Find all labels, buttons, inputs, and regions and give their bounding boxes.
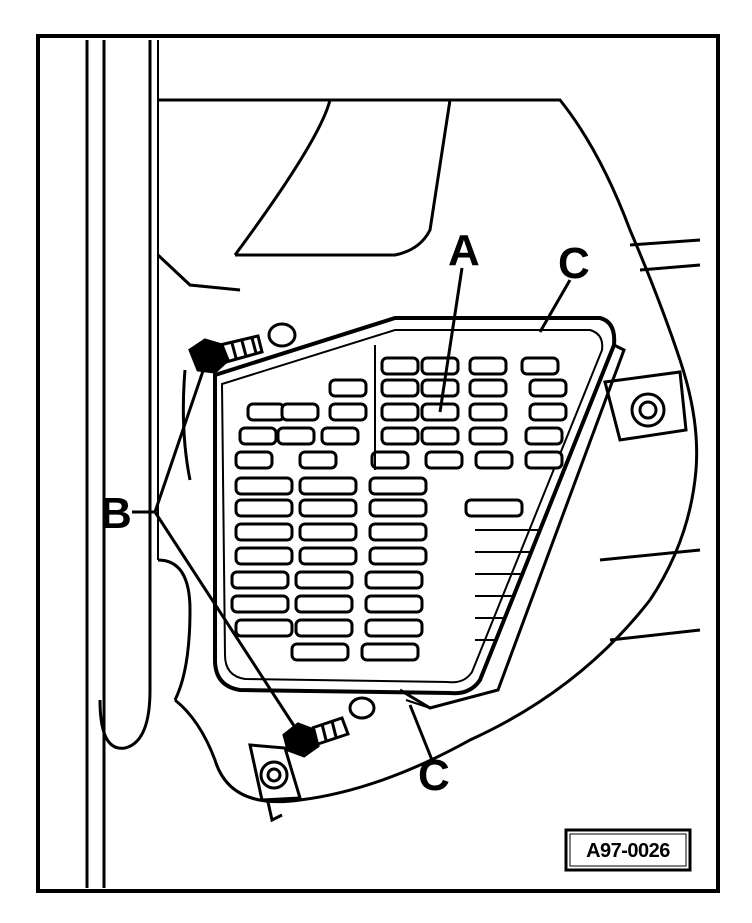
fuse bbox=[524, 426, 564, 446]
fuse bbox=[468, 356, 508, 376]
fuse bbox=[230, 594, 290, 614]
fuse bbox=[420, 426, 460, 446]
fuse bbox=[290, 642, 350, 662]
label-b: B bbox=[100, 489, 132, 538]
leader-b-upper bbox=[132, 364, 207, 514]
fuse bbox=[298, 476, 358, 496]
fuse bbox=[234, 498, 294, 518]
bottom-mounting-bracket bbox=[248, 743, 302, 823]
fuse bbox=[520, 356, 560, 376]
fuse bbox=[238, 426, 278, 446]
fuse bbox=[468, 402, 508, 422]
leader-b-lower bbox=[153, 511, 302, 736]
fuse bbox=[298, 522, 358, 542]
fuse bbox=[234, 522, 294, 542]
fuse bbox=[298, 546, 358, 566]
fuse bbox=[234, 450, 274, 470]
fuse bbox=[528, 402, 568, 422]
fuse bbox=[328, 378, 368, 398]
fuse bbox=[328, 402, 368, 422]
fuse bbox=[234, 546, 294, 566]
fuse bbox=[380, 356, 420, 376]
fuse bbox=[298, 450, 338, 470]
fuse bbox=[294, 618, 354, 638]
dashboard-outline bbox=[156, 98, 701, 804]
fuse bbox=[474, 450, 514, 470]
leader-a bbox=[438, 267, 464, 413]
fuse bbox=[368, 546, 428, 566]
screw-top-left bbox=[188, 322, 297, 374]
leader-c-bottom bbox=[408, 704, 434, 761]
fuse bbox=[364, 570, 424, 590]
fuse bbox=[234, 476, 294, 496]
fuse-grid bbox=[230, 345, 568, 662]
leader-lines bbox=[132, 267, 572, 761]
fuse bbox=[380, 426, 420, 446]
fuse-box-housing bbox=[213, 316, 626, 710]
fuse bbox=[380, 402, 420, 422]
fuse bbox=[364, 618, 424, 638]
fuse bbox=[234, 618, 294, 638]
label-a: A bbox=[448, 226, 480, 275]
fuse bbox=[528, 378, 568, 398]
fuse bbox=[468, 378, 508, 398]
fuse bbox=[524, 450, 564, 470]
reference-code-box: A97-0026 bbox=[564, 828, 692, 872]
fuse bbox=[280, 402, 320, 422]
fuse bbox=[370, 450, 410, 470]
fuse bbox=[276, 426, 316, 446]
fuse bbox=[368, 476, 428, 496]
fuse bbox=[246, 402, 286, 422]
fuse bbox=[230, 570, 290, 590]
label-c-top: C bbox=[558, 239, 590, 288]
fuse bbox=[298, 498, 358, 518]
leader-c-top bbox=[538, 279, 572, 333]
fuse bbox=[420, 356, 460, 376]
door-pillar bbox=[85, 40, 159, 888]
fuse bbox=[294, 594, 354, 614]
fuse bbox=[364, 594, 424, 614]
fuse bbox=[424, 450, 464, 470]
fuse bbox=[464, 498, 524, 518]
reference-code: A97-0026 bbox=[586, 840, 670, 862]
fuse bbox=[294, 570, 354, 590]
label-c-bottom: C bbox=[418, 751, 450, 800]
screw-bottom bbox=[282, 696, 376, 758]
fuse bbox=[420, 378, 460, 398]
fuse bbox=[380, 378, 420, 398]
fuse bbox=[468, 426, 508, 446]
outer-border bbox=[36, 34, 720, 893]
right-mounting-bracket bbox=[603, 370, 688, 442]
fuse bbox=[360, 642, 420, 662]
fuse bbox=[320, 426, 360, 446]
fuse bbox=[368, 498, 428, 518]
fuse bbox=[368, 522, 428, 542]
